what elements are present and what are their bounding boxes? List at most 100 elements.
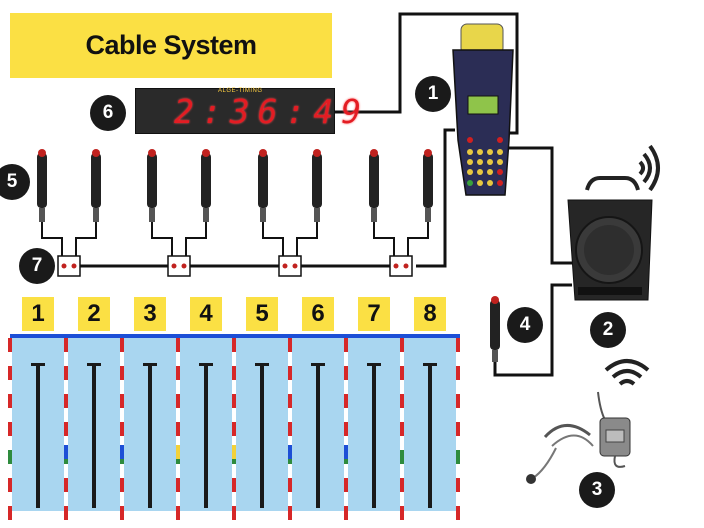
lane-number: 5 bbox=[246, 297, 278, 331]
lane-rope-segment bbox=[64, 445, 68, 459]
lane-number: 4 bbox=[190, 297, 222, 331]
lane-rope-segment bbox=[64, 478, 68, 492]
lane-rope-segment bbox=[344, 408, 348, 422]
lane-rope-segment bbox=[8, 394, 12, 408]
badge-timer: 1 bbox=[415, 76, 451, 112]
lane-rope-segment bbox=[8, 422, 12, 436]
lane-number: 1 bbox=[22, 297, 54, 331]
lane-rope-segment bbox=[288, 436, 292, 450]
cable-speaker-mic bbox=[493, 283, 572, 377]
lane-rope-segment bbox=[344, 338, 348, 352]
lane-rope-segment bbox=[288, 338, 292, 352]
lane-rope-segment bbox=[232, 478, 236, 492]
lane-lines bbox=[31, 363, 437, 508]
lane-rope-segment bbox=[288, 408, 292, 422]
lane-rope-segment bbox=[344, 506, 348, 520]
lane-rope-segment bbox=[120, 338, 124, 352]
lane-rope-segment bbox=[8, 436, 12, 450]
lane-rope-segment bbox=[120, 408, 124, 422]
junction-box-2 bbox=[167, 255, 191, 277]
lane-rope-segment bbox=[232, 464, 236, 478]
lane-rope-segment bbox=[8, 464, 12, 478]
badge-headset: 3 bbox=[579, 472, 615, 508]
scoreboard-brand: ALGE-TIMING bbox=[218, 88, 263, 94]
lane-rope-segment bbox=[176, 464, 180, 478]
badge-junction-box: 7 bbox=[19, 248, 55, 284]
lane-rope-segment bbox=[64, 422, 68, 436]
lane-rope-segment bbox=[176, 394, 180, 408]
lane-rope-segment bbox=[232, 366, 236, 380]
lane-rope-segment bbox=[120, 352, 124, 366]
lane-rope-segment bbox=[456, 450, 460, 464]
lane-rope-segment bbox=[176, 380, 180, 394]
lane-rope-segment bbox=[288, 366, 292, 380]
lane-rope-segment bbox=[232, 436, 236, 450]
lane-rope-segment bbox=[344, 366, 348, 380]
lane-rope-segment bbox=[456, 436, 460, 450]
start-button-pair-1 bbox=[37, 149, 101, 256]
lane-rope-segment bbox=[120, 464, 124, 478]
lane-rope-segment bbox=[288, 380, 292, 394]
lane-rope-segment bbox=[344, 436, 348, 450]
lane-rope-segment bbox=[64, 394, 68, 408]
start-button-pair-4 bbox=[369, 149, 433, 256]
cable-timer-junctions bbox=[416, 128, 455, 268]
lane-rope-segment bbox=[400, 394, 404, 408]
lane-ropes bbox=[8, 338, 460, 520]
lane-rope-segment bbox=[64, 366, 68, 380]
lane-rope-segment bbox=[176, 366, 180, 380]
lane-rope-segment bbox=[456, 380, 460, 394]
lane-rope-segment bbox=[176, 445, 180, 459]
lane-rope-segment bbox=[456, 366, 460, 380]
lane-rope-segment bbox=[8, 450, 12, 464]
lane-rope-segment bbox=[64, 352, 68, 366]
lane-rope-segment bbox=[176, 492, 180, 506]
lane-rope-segment bbox=[8, 366, 12, 380]
lane-rope-segment bbox=[64, 492, 68, 506]
lane-rope-segment bbox=[8, 380, 12, 394]
lane-rope-segment bbox=[400, 450, 404, 464]
lane-rope-segment bbox=[456, 506, 460, 520]
lane-rope-segment bbox=[8, 352, 12, 366]
lane-rope-segment bbox=[176, 436, 180, 450]
lane-rope-segment bbox=[288, 445, 292, 459]
lane-rope-segment bbox=[232, 422, 236, 436]
lane-rope-segment bbox=[8, 506, 12, 520]
start-buttons bbox=[37, 149, 433, 256]
lane-rope-segment bbox=[400, 338, 404, 352]
lane-rope-segment bbox=[64, 408, 68, 422]
lane-number: 3 bbox=[134, 297, 166, 331]
scoreboard-display: ALGE-TIMING 2:36:49 bbox=[135, 88, 361, 134]
lane-rope-segment bbox=[288, 492, 292, 506]
lane-number: 6 bbox=[302, 297, 334, 331]
lane-rope-segment bbox=[120, 380, 124, 394]
lane-rope-segment bbox=[176, 506, 180, 520]
lane-rope-segment bbox=[232, 338, 236, 352]
lane-rope-segment bbox=[456, 338, 460, 352]
start-button-pair-2 bbox=[147, 149, 211, 256]
lane-rope-segment bbox=[8, 492, 12, 506]
lane-rope-segment bbox=[456, 492, 460, 506]
lane-rope-segment bbox=[120, 492, 124, 506]
lane-number: 8 bbox=[414, 297, 446, 331]
start-button-pair-3 bbox=[258, 149, 322, 256]
lane-rope-segment bbox=[456, 408, 460, 422]
lane-rope-segment bbox=[400, 464, 404, 478]
junction-boxes bbox=[57, 255, 413, 277]
cable-timer-speaker bbox=[508, 146, 572, 265]
lane-rope-segment bbox=[344, 464, 348, 478]
wifi-icon bbox=[638, 144, 660, 192]
lane-rope-segment bbox=[232, 445, 236, 459]
lane-rope-segment bbox=[176, 338, 180, 352]
lane-rope-segment bbox=[120, 506, 124, 520]
lane-rope-segment bbox=[8, 408, 12, 422]
lane-rope-segment bbox=[232, 380, 236, 394]
lane-rope-segment bbox=[176, 352, 180, 366]
lane-rope-segment bbox=[120, 366, 124, 380]
lane-rope-segment bbox=[344, 352, 348, 366]
start-microphone bbox=[490, 296, 500, 362]
lane-rope-segment bbox=[8, 478, 12, 492]
cable-scoreboard-timer bbox=[335, 12, 519, 135]
lane-rope-segment bbox=[120, 394, 124, 408]
